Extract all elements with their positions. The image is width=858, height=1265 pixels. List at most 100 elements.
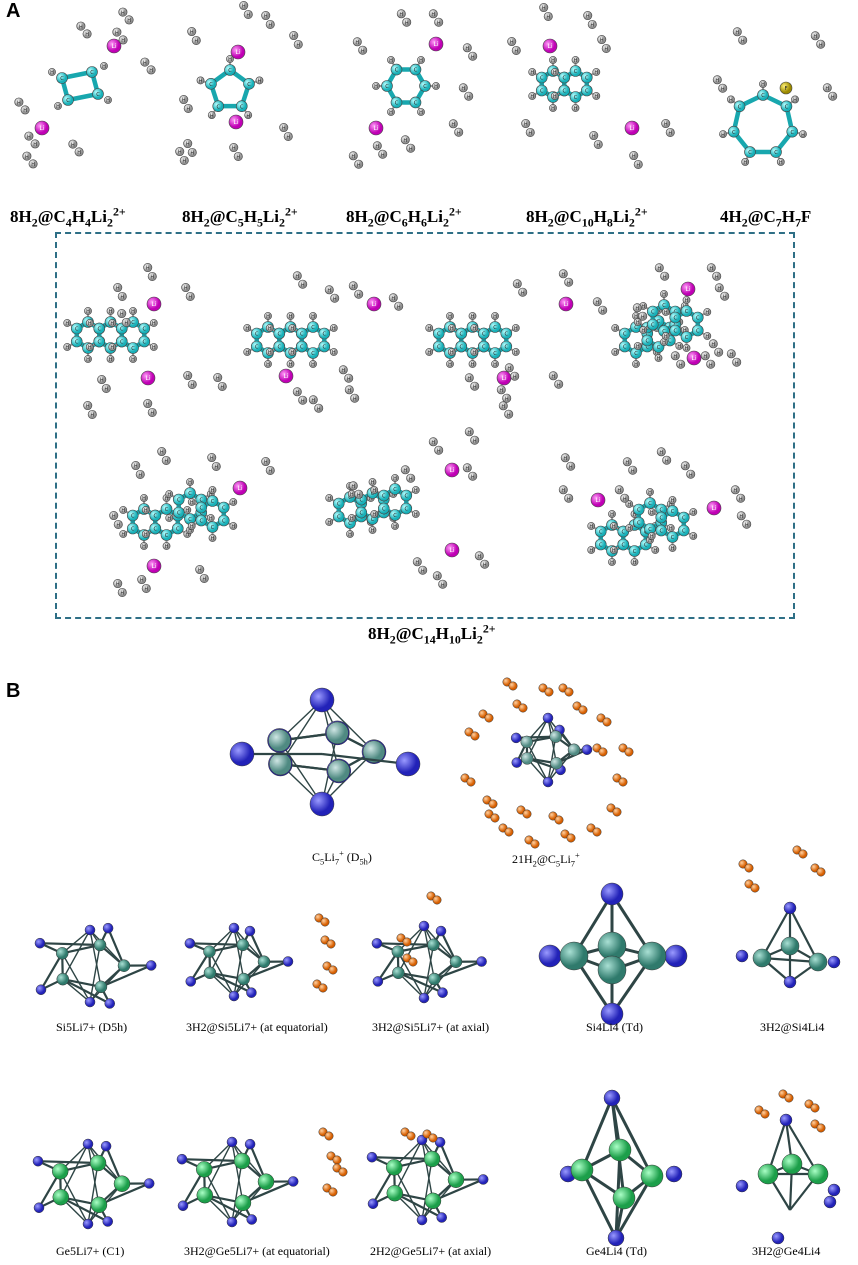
ring-hydrogen <box>48 68 56 76</box>
ring-hydrogen <box>411 486 420 494</box>
hydrogen-atom <box>714 283 724 293</box>
ring-hydrogen <box>703 332 712 340</box>
ring-hydrogen-label: H <box>188 480 192 486</box>
hydrogen-atom <box>507 37 517 47</box>
lithium-atom <box>244 925 256 937</box>
carbon-atom <box>691 324 704 337</box>
ring-hydrogen <box>647 532 656 540</box>
ring-hydrogen <box>511 348 520 356</box>
h2-hydrogen-atom <box>554 815 564 825</box>
hydrogen-atom-label: H <box>140 578 144 584</box>
hydrogen-atom-label: H <box>120 295 124 301</box>
h2-hydrogen-atom <box>504 827 514 837</box>
lithium-atom <box>226 1136 238 1148</box>
hydrogen-atom <box>213 373 223 383</box>
ring-hydrogen <box>411 510 420 518</box>
hydrogen-atom-label: H <box>561 272 565 278</box>
carbon-atom-label: C <box>662 303 666 309</box>
hydrogen-atom-label: H <box>186 142 190 148</box>
carbon-atom-label: C <box>761 93 765 99</box>
carbon-atom-label: C <box>211 499 215 505</box>
lithium-atom <box>542 38 558 54</box>
carbon-atom-label: C <box>685 335 689 341</box>
hydrogen-atom-label: H <box>745 522 749 528</box>
cluster-bond <box>189 942 243 946</box>
hydrogen-atom <box>348 151 358 161</box>
h2-hydrogen-atom <box>484 713 494 723</box>
carbon-atom-label: C <box>774 150 778 156</box>
ring-hydrogen-label: H <box>144 508 148 514</box>
lithium-atom-label: Li <box>233 119 239 126</box>
ring-hydrogen-label: H <box>636 344 640 350</box>
cluster-bond <box>39 942 101 947</box>
ring-hydrogen <box>255 76 264 85</box>
ring-hydrogen <box>647 508 656 516</box>
cluster-bond <box>231 1141 244 1203</box>
ring-hydrogen-label: H <box>165 496 169 502</box>
ring-hydrogen-label: H <box>258 79 262 85</box>
ring-hydrogen-label: H <box>613 326 617 332</box>
cluster-bond <box>789 907 819 963</box>
lithium-atom <box>367 1198 379 1209</box>
carbon-atom-label: C <box>96 92 100 98</box>
ring-hydrogen <box>741 158 750 166</box>
lithium-atom <box>368 120 384 136</box>
hydrogen-atom-label: H <box>528 131 532 137</box>
ring-hydrogen <box>391 522 399 530</box>
lithium-atom <box>665 1165 683 1183</box>
carbon-atom <box>184 487 196 499</box>
ring-hydrogen-label: H <box>448 314 452 320</box>
hydrogen-atom-label: H <box>437 448 441 454</box>
hydrogen-atom-label: H <box>71 142 75 148</box>
hydrogen-atom <box>338 365 348 375</box>
ring-hydrogen <box>668 496 677 504</box>
hydrogen-atom-label: H <box>104 387 108 393</box>
lithium-atom-label: Li <box>371 301 377 308</box>
carbon-atom <box>669 324 682 337</box>
hydrogen-atom-label: H <box>351 484 355 490</box>
lithium-atom <box>185 976 197 987</box>
carbon-atom-label: C <box>75 327 79 333</box>
h2-hydrogen-atom <box>432 895 442 905</box>
hydrogen-atom-label: H <box>198 568 202 574</box>
hydrogen-atom <box>243 9 253 19</box>
hydrogen-atom-label: H <box>194 39 198 45</box>
carbon-atom-label: C <box>360 511 364 517</box>
lithium-atom <box>226 1216 238 1228</box>
hydrogen-atom-label: H <box>431 12 435 18</box>
hydrogen-atom <box>498 401 508 411</box>
ring-hydrogen-label: H <box>594 70 598 76</box>
ring-hydrogen-label: H <box>231 500 235 506</box>
hydrogen-atom-label: H <box>435 574 439 580</box>
hydrogen-atom-label: H <box>515 282 519 288</box>
ring-hydrogen-label: H <box>471 314 475 320</box>
ring-hydrogen-label: H <box>88 321 92 327</box>
ring-hydrogen <box>682 344 691 352</box>
hydrogen-atom <box>665 127 675 137</box>
fluorine-atom-label: F <box>784 86 787 92</box>
lithium-atom <box>434 1136 446 1148</box>
hydrogen-atom <box>462 463 472 473</box>
ring-hydrogen <box>587 546 596 554</box>
carbon-atom-label: C <box>200 498 204 504</box>
ring-hydrogen-label: H <box>332 326 336 332</box>
ring-hydrogen-label: H <box>662 292 666 298</box>
h2-hydrogen-atom <box>598 747 608 757</box>
ring-hydrogen <box>264 312 272 320</box>
core-atom <box>117 959 131 972</box>
hydrogen-atom <box>233 151 243 161</box>
ring-hydrogen <box>85 343 94 351</box>
lithium-atom-label: Li <box>235 49 241 56</box>
hydrogen-atom-label: H <box>405 20 409 26</box>
hydrogen-atom-label: H <box>739 514 743 520</box>
carbon-atom <box>757 89 769 101</box>
caption-21h2-c5li7: 21H2@C5Li7+ <box>512 851 580 869</box>
ring-hydrogen <box>141 506 150 514</box>
hydrogen-atom <box>633 159 643 169</box>
hydrogen-atom-label: H <box>441 582 445 588</box>
hydrogen-atom-label: H <box>551 374 555 380</box>
ring-hydrogen-label: H <box>427 326 431 332</box>
cluster-bond <box>60 1196 109 1223</box>
hydrogen-atom-label: H <box>202 577 206 583</box>
cluster-bond <box>89 944 101 1003</box>
